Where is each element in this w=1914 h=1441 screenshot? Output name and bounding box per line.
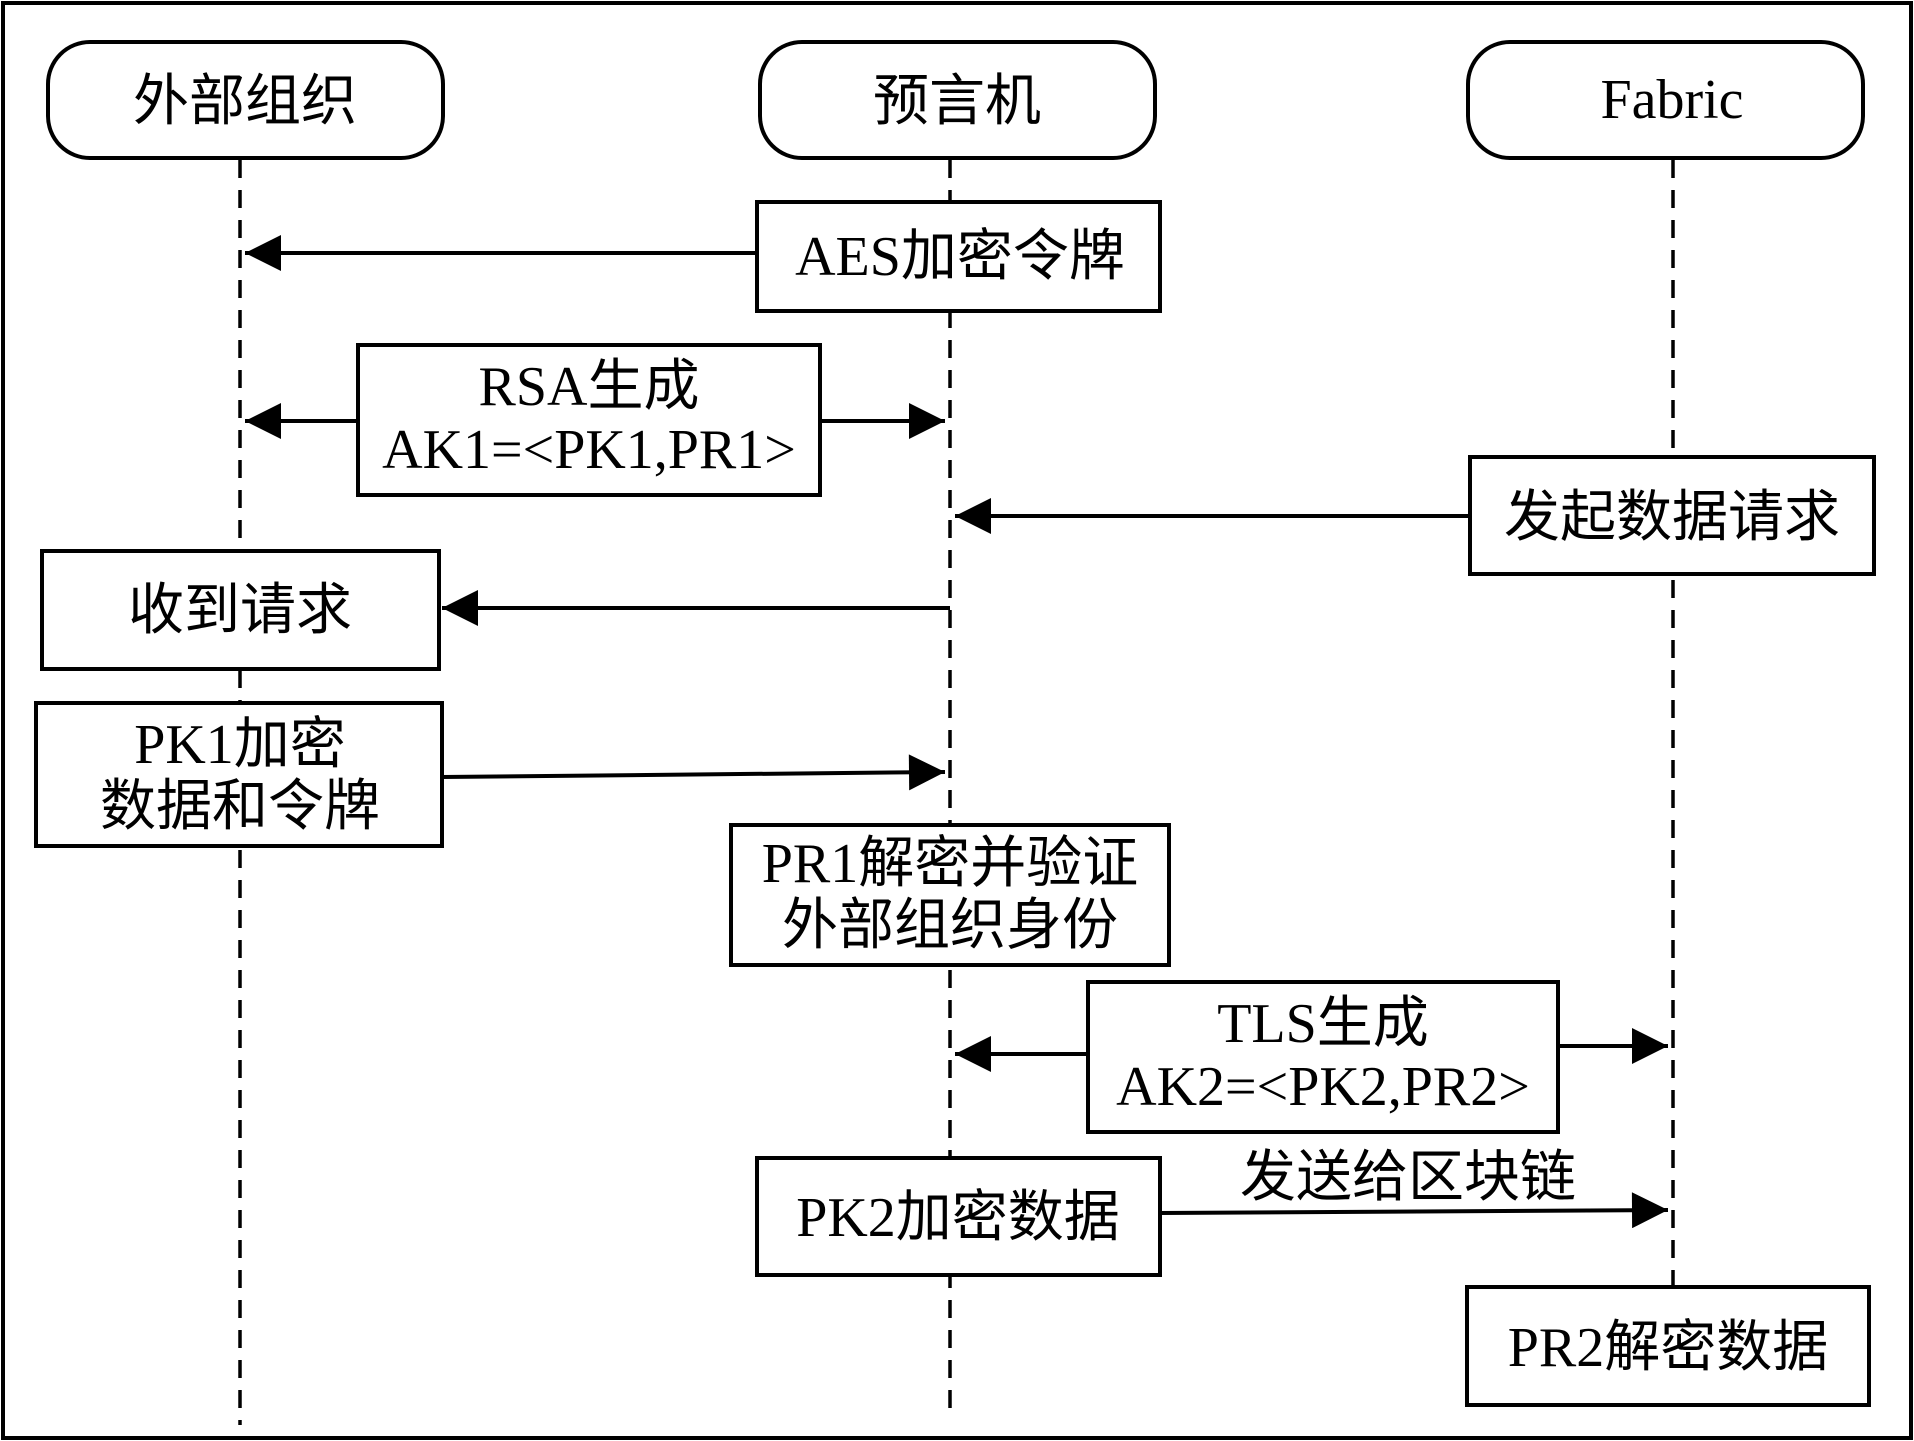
step-pr1-decrypt-verify: PR1解密并验证 外部组织身份 [729, 823, 1171, 967]
step-initiate-request: 发起数据请求 [1468, 455, 1876, 576]
step-pk2-encrypt-label: PK2加密数据 [796, 1187, 1120, 1249]
participant-external-org-label: 外部组织 [133, 71, 357, 133]
step-pr2-decrypt: PR2解密数据 [1465, 1285, 1871, 1407]
step-tls-generate-line1: TLS生成 [1217, 993, 1429, 1055]
step-aes-token: AES加密令牌 [755, 200, 1162, 313]
participant-fabric: Fabric [1466, 40, 1865, 160]
step-initiate-request-label: 发起数据请求 [1504, 487, 1840, 549]
step-pr2-decrypt-label: PR2解密数据 [1508, 1317, 1829, 1379]
participant-fabric-label: Fabric [1600, 69, 1743, 131]
step-tls-generate: TLS生成 AK2=<PK2,PR2> [1086, 980, 1560, 1134]
participant-oracle-label: 预言机 [873, 71, 1041, 133]
step-pr1-decrypt-verify-line1: PR1解密并验证 [762, 833, 1139, 895]
step-pk1-encrypt-line1: PK1加密 [134, 714, 346, 776]
step-rsa-generate-line2: AK1=<PK1,PR1> [382, 419, 796, 481]
participant-external-org: 外部组织 [46, 40, 445, 160]
arrow-send-to-blockchain [1159, 1192, 1669, 1229]
step-rsa-generate-line1: RSA生成 [479, 356, 700, 418]
step-receive-request: 收到请求 [40, 549, 441, 671]
step-pr1-decrypt-verify-line2: 外部组织身份 [782, 895, 1118, 957]
step-pk1-encrypt: PK1加密 数据和令牌 [34, 701, 444, 848]
step-tls-generate-line2: AK2=<PK2,PR2> [1116, 1056, 1530, 1118]
participant-oracle: 预言机 [758, 40, 1157, 160]
step-aes-token-label: AES加密令牌 [795, 226, 1125, 288]
step-receive-request-label: 收到请求 [128, 580, 352, 642]
arrow-pk1-encrypt [441, 754, 946, 791]
step-pk2-encrypt: PK2加密数据 [755, 1156, 1162, 1277]
message-send-to-blockchain: 发送给区块链 [1240, 1147, 1576, 1209]
step-rsa-generate: RSA生成 AK1=<PK1,PR1> [356, 343, 822, 497]
step-pk1-encrypt-line2: 数据和令牌 [100, 776, 380, 838]
